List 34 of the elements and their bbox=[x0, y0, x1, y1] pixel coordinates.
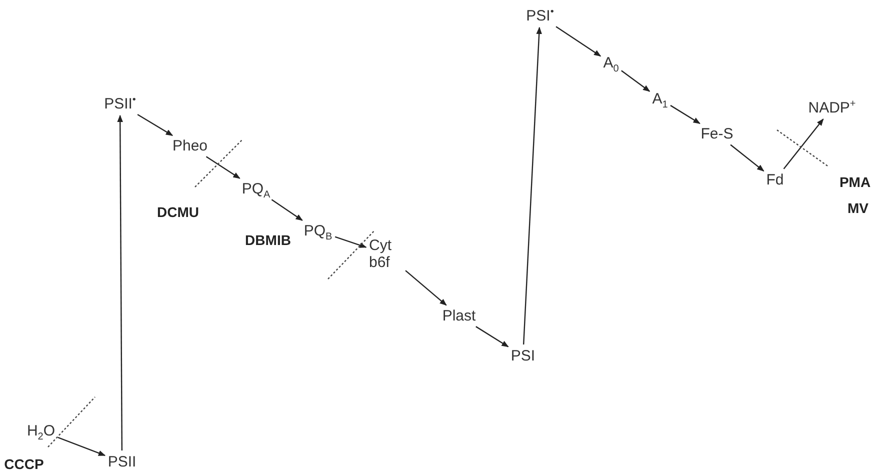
arrow bbox=[556, 26, 602, 57]
arrow bbox=[271, 199, 303, 221]
carrier-label: H$_{2}$O bbox=[26, 422, 56, 440]
arrow bbox=[405, 270, 447, 306]
inhibitor-label: PMA bbox=[839, 174, 871, 190]
arrow bbox=[137, 114, 174, 136]
inhibitor-label: CCCP bbox=[4, 456, 44, 472]
carrier-label: PSI$^{•}$ bbox=[525, 6, 555, 26]
arrow bbox=[58, 436, 106, 456]
carrier-label: Fd bbox=[765, 170, 785, 190]
arrow bbox=[334, 236, 367, 248]
arrow bbox=[621, 70, 650, 92]
carrier-label: Fe-S bbox=[700, 124, 734, 144]
inhibitor-label: DBMIB bbox=[245, 232, 291, 248]
carrier-label: Cyt b6f bbox=[368, 236, 404, 272]
inhibitor-label: MV bbox=[848, 200, 868, 216]
carrier-label: NADP$^{+}$ bbox=[807, 98, 857, 118]
arrow bbox=[783, 118, 824, 170]
carrier-label: PQ$_{B}$ bbox=[302, 222, 334, 240]
arrow bbox=[730, 144, 764, 172]
arrow bbox=[206, 156, 240, 179]
arrow bbox=[476, 326, 509, 348]
carrier-label: Plast bbox=[441, 306, 477, 326]
carrier-label: A$_{0}$ bbox=[602, 54, 620, 72]
carrier-label: PSII$^{•}$ bbox=[103, 94, 137, 114]
arrow bbox=[522, 26, 542, 345]
carrier-label: PQ$_{A}$ bbox=[240, 180, 272, 198]
carrier-label: Pheo bbox=[171, 136, 209, 156]
arrow bbox=[117, 114, 123, 450]
arrow bbox=[670, 104, 700, 124]
carrier-label: PSII bbox=[106, 452, 138, 472]
inhibitor-label: DCMU bbox=[157, 204, 199, 220]
carrier-label: PSI bbox=[510, 346, 536, 366]
carrier-label: A$_{1}$ bbox=[651, 90, 669, 108]
